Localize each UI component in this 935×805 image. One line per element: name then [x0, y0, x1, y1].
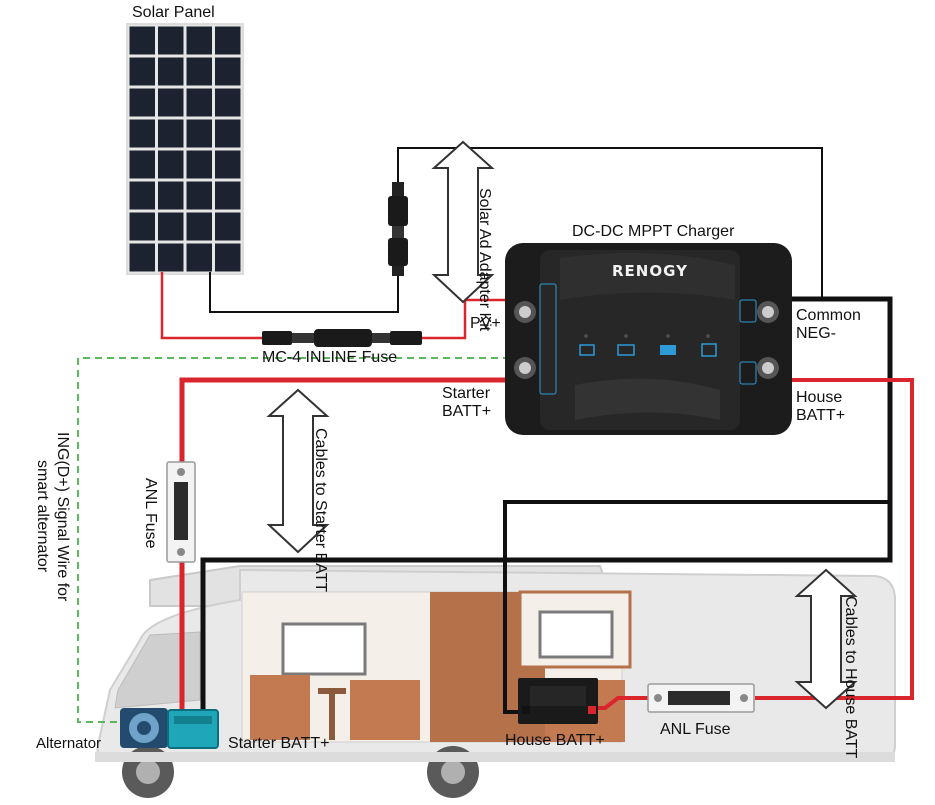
fuse-icon [166, 461, 196, 563]
house-batt-bottom-label: House BATT+ [505, 732, 605, 749]
anl-fuse-right-label: ANL Fuse [660, 721, 731, 738]
solar-adapter-label: Solar Ad Adapter Kit [476, 188, 493, 332]
double-arrow-icon [431, 140, 495, 304]
starter-batt-bottom-label: Starter BATT+ [228, 735, 330, 752]
common-neg-label-2: NEG- [796, 325, 836, 342]
mc4-adapter-connectors [388, 182, 408, 276]
fuse-icon [647, 683, 755, 713]
double-arrow-icon [794, 568, 858, 710]
cables-house-label: Cables to House BATT [842, 596, 859, 759]
alternator-label: Alternator [36, 735, 101, 752]
rv-icon [95, 565, 896, 798]
solar-panel-label: Solar Panel [132, 4, 215, 21]
battery-icon [518, 678, 598, 724]
house-fuse-wire [598, 696, 648, 710]
house-batt-label-1: House [796, 389, 842, 406]
charger-title: DC-DC MPPT Charger [572, 223, 735, 240]
solar-panel-icon [126, 23, 244, 275]
signal-wire-label-1: ING(D+) Signal Wire for [54, 432, 71, 602]
signal-wire-label-2: smart alternator [34, 460, 51, 573]
battery-icon [167, 709, 219, 749]
starter-batt-label-2: BATT+ [442, 403, 491, 420]
panel-positive-wire [160, 272, 510, 340]
mc4-inline-fuse-icon [262, 329, 422, 347]
charger-icon [505, 243, 792, 435]
signal-wire [77, 357, 510, 723]
double-arrow-icon [266, 388, 330, 554]
house-negative-wire [503, 500, 890, 714]
mc4-fuse-label: MC-4 INLINE Fuse [262, 349, 397, 366]
starter-positive-wire [179, 377, 510, 718]
house-batt-label-2: BATT+ [796, 407, 845, 424]
common-neg-label-1: Common [796, 307, 861, 324]
charger-brand-logo: RENOGY [612, 262, 688, 280]
starter-batt-label-1: Starter [442, 385, 491, 402]
pv-plus-label: PV+ [470, 315, 501, 332]
alternator-icon [120, 708, 168, 748]
cables-starter-label: Cables to Starter BATT [312, 428, 329, 592]
common-negative-wire [200, 296, 893, 718]
anl-fuse-left-label: ANL Fuse [142, 478, 159, 549]
